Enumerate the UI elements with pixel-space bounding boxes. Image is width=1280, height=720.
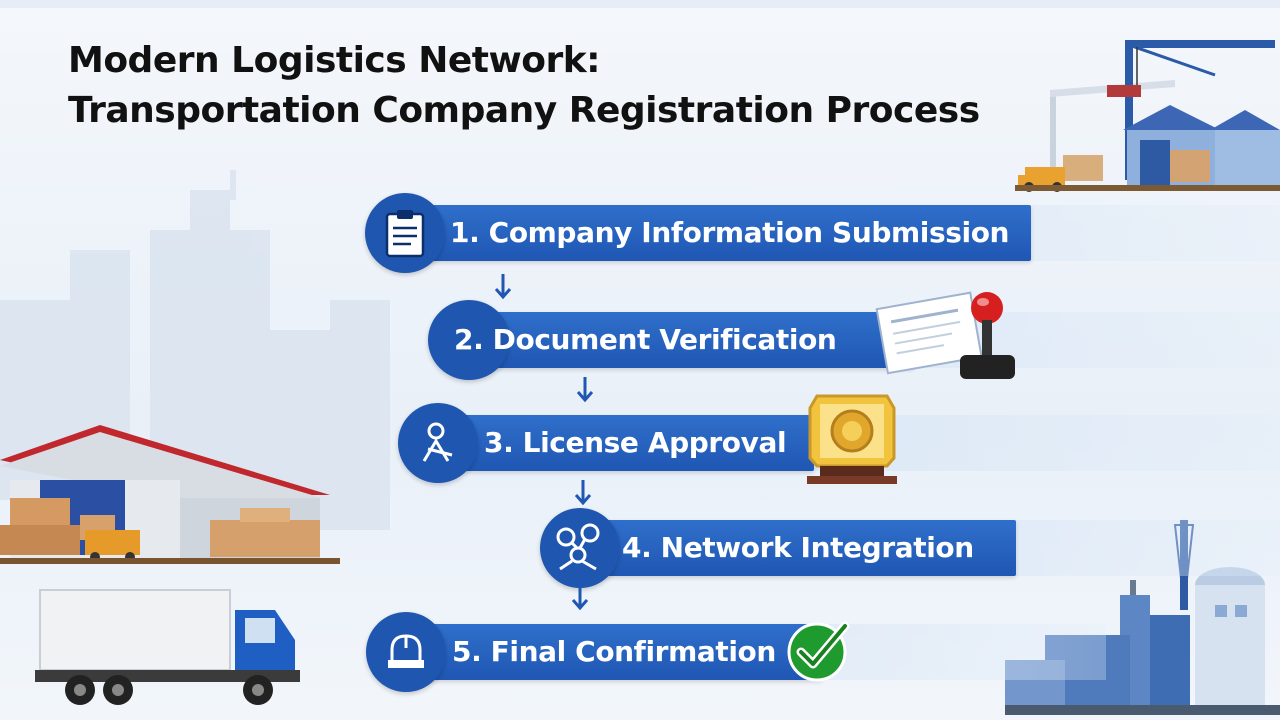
license-award-illustration xyxy=(807,394,897,484)
step-3-bar xyxy=(434,415,814,471)
title-line-1: Modern Logistics Network: xyxy=(68,40,601,81)
step-1-icon-circle xyxy=(365,193,445,273)
step-5-bar xyxy=(402,624,822,680)
page-title: Modern Logistics Network: Transportation… xyxy=(68,36,980,136)
step-2: 2. Document Verification xyxy=(428,300,1280,380)
factory-illustration xyxy=(1005,520,1280,715)
arrow-down-icon xyxy=(576,377,594,403)
clipboard-icon xyxy=(385,210,425,258)
person-icon xyxy=(422,422,453,462)
step-5-icon-circle xyxy=(366,612,446,692)
step-1-bar xyxy=(401,205,1031,261)
document-stamp-illustration xyxy=(875,291,1015,379)
step-5: 5. Final Confirmation xyxy=(366,612,1106,692)
title-line-2: Transportation Company Registration Proc… xyxy=(68,90,980,131)
step-2-bar xyxy=(464,312,914,368)
step-4-bar xyxy=(576,520,1016,576)
truck-illustration xyxy=(35,589,300,705)
step-1-label: 1. Company Information Submission xyxy=(450,216,1010,249)
port-crane-illustration xyxy=(1015,40,1280,192)
arrow-down-icon xyxy=(494,274,512,300)
step-4: 4. Network Integration xyxy=(540,508,1280,588)
step-4-icon-circle xyxy=(540,508,620,588)
network-people-icon xyxy=(556,523,600,571)
checkmark-icon xyxy=(787,621,850,682)
step-2-circle xyxy=(428,300,510,380)
step-4-label: 4. Network Integration xyxy=(622,531,974,564)
arrow-down-icon xyxy=(574,480,592,506)
helmet-icon xyxy=(388,634,424,668)
step-1: 1. Company Information Submission xyxy=(365,193,1280,273)
step-3-icon-circle xyxy=(398,403,478,483)
arrow-down-icon xyxy=(571,585,589,611)
step-2-label: 2. Document Verification xyxy=(454,323,837,356)
warehouse-illustration xyxy=(0,425,340,564)
step-5-label: 5. Final Confirmation xyxy=(452,635,776,668)
step-3-label: 3. License Approval xyxy=(484,426,787,459)
